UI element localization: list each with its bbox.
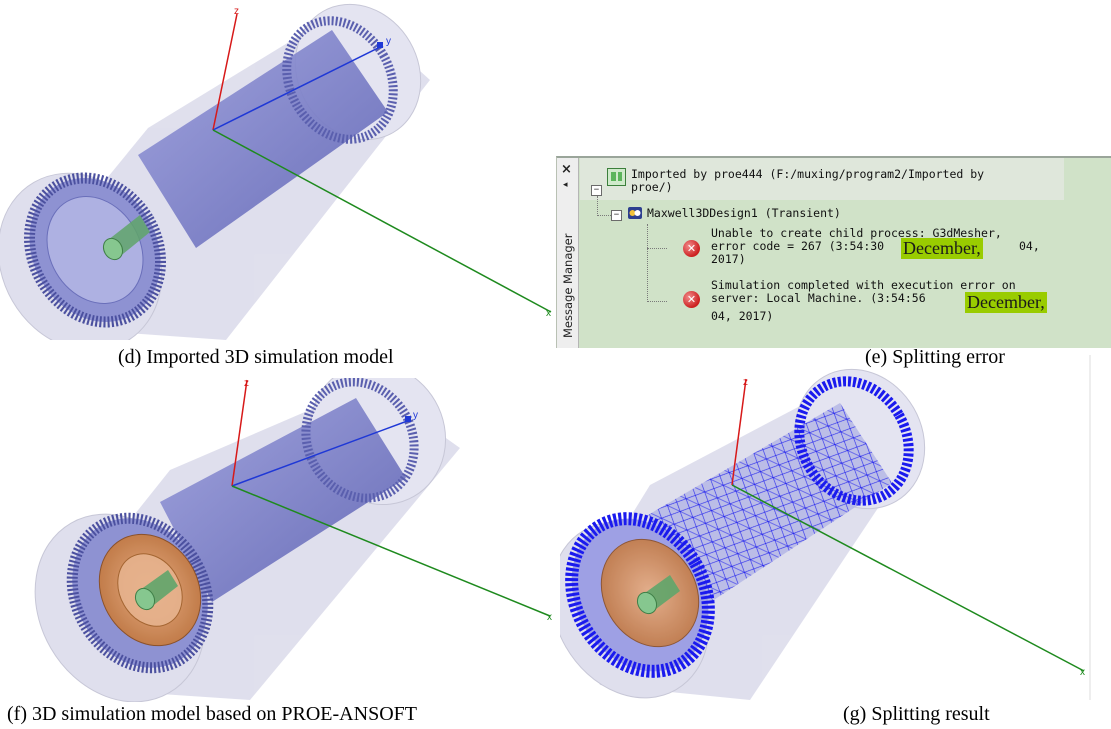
error-icon: ✕ <box>683 240 700 257</box>
caption-f: (f) 3D simulation model based on PROE-AN… <box>7 703 417 725</box>
message-1-line-3: 2017) <box>711 252 746 266</box>
z-axis <box>731 378 747 486</box>
cylinder-body <box>138 30 388 248</box>
panel-f-model: z y x <box>0 362 556 703</box>
shaft <box>134 570 178 611</box>
model-d-viewport[interactable]: z y x <box>0 0 556 352</box>
caption-d: (d) Imported 3D simulation model <box>118 346 394 368</box>
project-icon <box>607 168 626 186</box>
message-manager-sidebar: × ◂ <box>557 158 579 348</box>
far-mesh-ring <box>794 376 914 506</box>
message-2-line-2: server: Local Machine. (3:54:56 <box>711 291 926 305</box>
shaft <box>102 215 150 261</box>
panel-d-model: z y x <box>0 0 556 352</box>
close-icon[interactable]: × <box>561 162 572 177</box>
z-axis-label: z <box>234 6 239 17</box>
x-axis-label: x <box>547 612 552 623</box>
design-icon <box>628 207 642 219</box>
cylinder-body <box>160 398 406 602</box>
message-1-line-1: Unable to create child process: G3dMeshe… <box>711 226 1002 240</box>
message-header-band <box>580 158 1064 200</box>
message-2-line-1: Simulation completed with execution erro… <box>711 278 1016 292</box>
pin-icon[interactable]: ◂ <box>563 180 568 190</box>
far-gear-ring <box>282 16 398 144</box>
x-axis <box>231 485 551 617</box>
message-2-line-3: 04, 2017) <box>711 309 774 323</box>
message-manager-title: Message Manager <box>561 233 575 338</box>
z-axis-label: z <box>743 377 748 388</box>
project-line-1: Imported by proe444 (F:/muxing/program2/… <box>631 167 985 181</box>
y-axis <box>231 419 411 487</box>
y-axis-label: y <box>413 410 418 421</box>
model-g-viewport[interactable]: z x <box>550 355 1111 705</box>
message-1-line-2: error code = 267 (3:54:30 <box>711 239 885 253</box>
message-1-line-2-suffix: 04, <box>1019 239 1040 253</box>
project-line-2: proe/) <box>631 180 673 194</box>
message-1-date-highlight: December, <box>901 238 983 259</box>
collapse-project-toggle[interactable]: − <box>591 185 602 196</box>
y-axis <box>212 45 383 131</box>
y-axis-label: y <box>386 36 391 47</box>
z-axis <box>231 379 248 487</box>
x-axis <box>731 484 1085 672</box>
z-axis <box>212 13 238 131</box>
message-2-date-highlight: December, <box>965 292 1047 313</box>
x-axis-label: x <box>546 308 551 319</box>
x-axis-label: x <box>1080 667 1085 678</box>
message-manager-panel: × ◂ Message Manager − Imported by proe44… <box>556 156 1111 348</box>
z-axis-label: z <box>244 378 249 389</box>
panel-g-mesh: z x <box>550 355 1111 705</box>
error-icon: ✕ <box>683 291 700 308</box>
shaft <box>636 575 680 615</box>
design-label[interactable]: Maxwell3DDesign1 (Transient) <box>647 206 841 220</box>
caption-g: (g) Splitting result <box>843 703 990 725</box>
caption-e: (e) Splitting error <box>865 346 1005 368</box>
collapse-design-toggle[interactable]: − <box>611 210 622 221</box>
model-f-viewport[interactable]: z y x <box>0 362 556 703</box>
far-gear-ring <box>301 377 419 503</box>
x-axis <box>212 129 552 313</box>
